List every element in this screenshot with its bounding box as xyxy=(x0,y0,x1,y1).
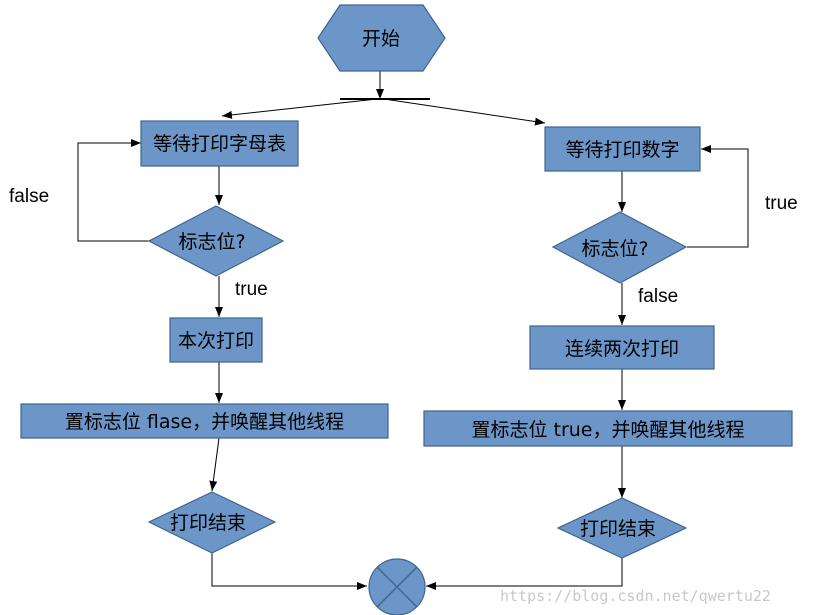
node-print-once: 本次打印 xyxy=(169,317,263,363)
node-start: 开始 xyxy=(317,4,446,72)
edge-label-right-false: false xyxy=(638,286,678,307)
node-flag-left: 标志位? xyxy=(147,205,285,277)
node-flag-right-label: 标志位? xyxy=(581,238,648,260)
node-set-flag-true-label: 置标志位 true，并唤醒其他线程 xyxy=(471,419,744,441)
node-end-right: 打印结束 xyxy=(556,497,688,559)
arrow-left-false-loop xyxy=(77,139,149,242)
watermark: https://blog.csdn.net/qwertu22 xyxy=(500,587,771,605)
node-flag-right: 标志位? xyxy=(551,211,688,284)
edge-label-left-true: true xyxy=(235,279,268,300)
arrow-right-true-loop xyxy=(687,145,749,248)
arrow-end-left-to-join xyxy=(211,553,367,590)
node-join xyxy=(368,558,426,615)
node-wait-digits: 等待打印数字 xyxy=(544,126,701,172)
node-print-twice-label: 连续两次打印 xyxy=(565,338,679,360)
connectors xyxy=(77,71,749,590)
node-set-flag-true: 置标志位 true，并唤醒其他线程 xyxy=(423,410,793,447)
node-end-right-label: 打印结束 xyxy=(580,518,656,540)
arrow-set-false-to-end-left xyxy=(209,437,220,492)
node-end-left-label: 打印结束 xyxy=(170,512,246,534)
edge-label-right-true: true xyxy=(765,193,798,214)
arrow-fork-to-left xyxy=(221,98,378,119)
node-flag-left-label: 标志位? xyxy=(178,231,245,253)
node-set-flag-false: 置标志位 flase，并唤醒其他线程 xyxy=(20,403,389,439)
node-wait-letters: 等待打印字母表 xyxy=(140,120,299,167)
node-set-flag-false-label: 置标志位 flase，并唤醒其他线程 xyxy=(65,411,344,433)
node-wait-digits-label: 等待打印数字 xyxy=(565,139,679,161)
node-start-label: 开始 xyxy=(362,28,400,50)
node-end-left: 打印结束 xyxy=(147,491,277,554)
arrow-fork-to-right xyxy=(383,98,546,126)
edge-label-left-false: false xyxy=(9,186,49,207)
node-print-twice: 连续两次打印 xyxy=(529,325,715,370)
node-wait-letters-label: 等待打印字母表 xyxy=(153,133,286,155)
arrow-end-right-to-join xyxy=(426,558,623,590)
node-print-once-label: 本次打印 xyxy=(178,330,254,352)
